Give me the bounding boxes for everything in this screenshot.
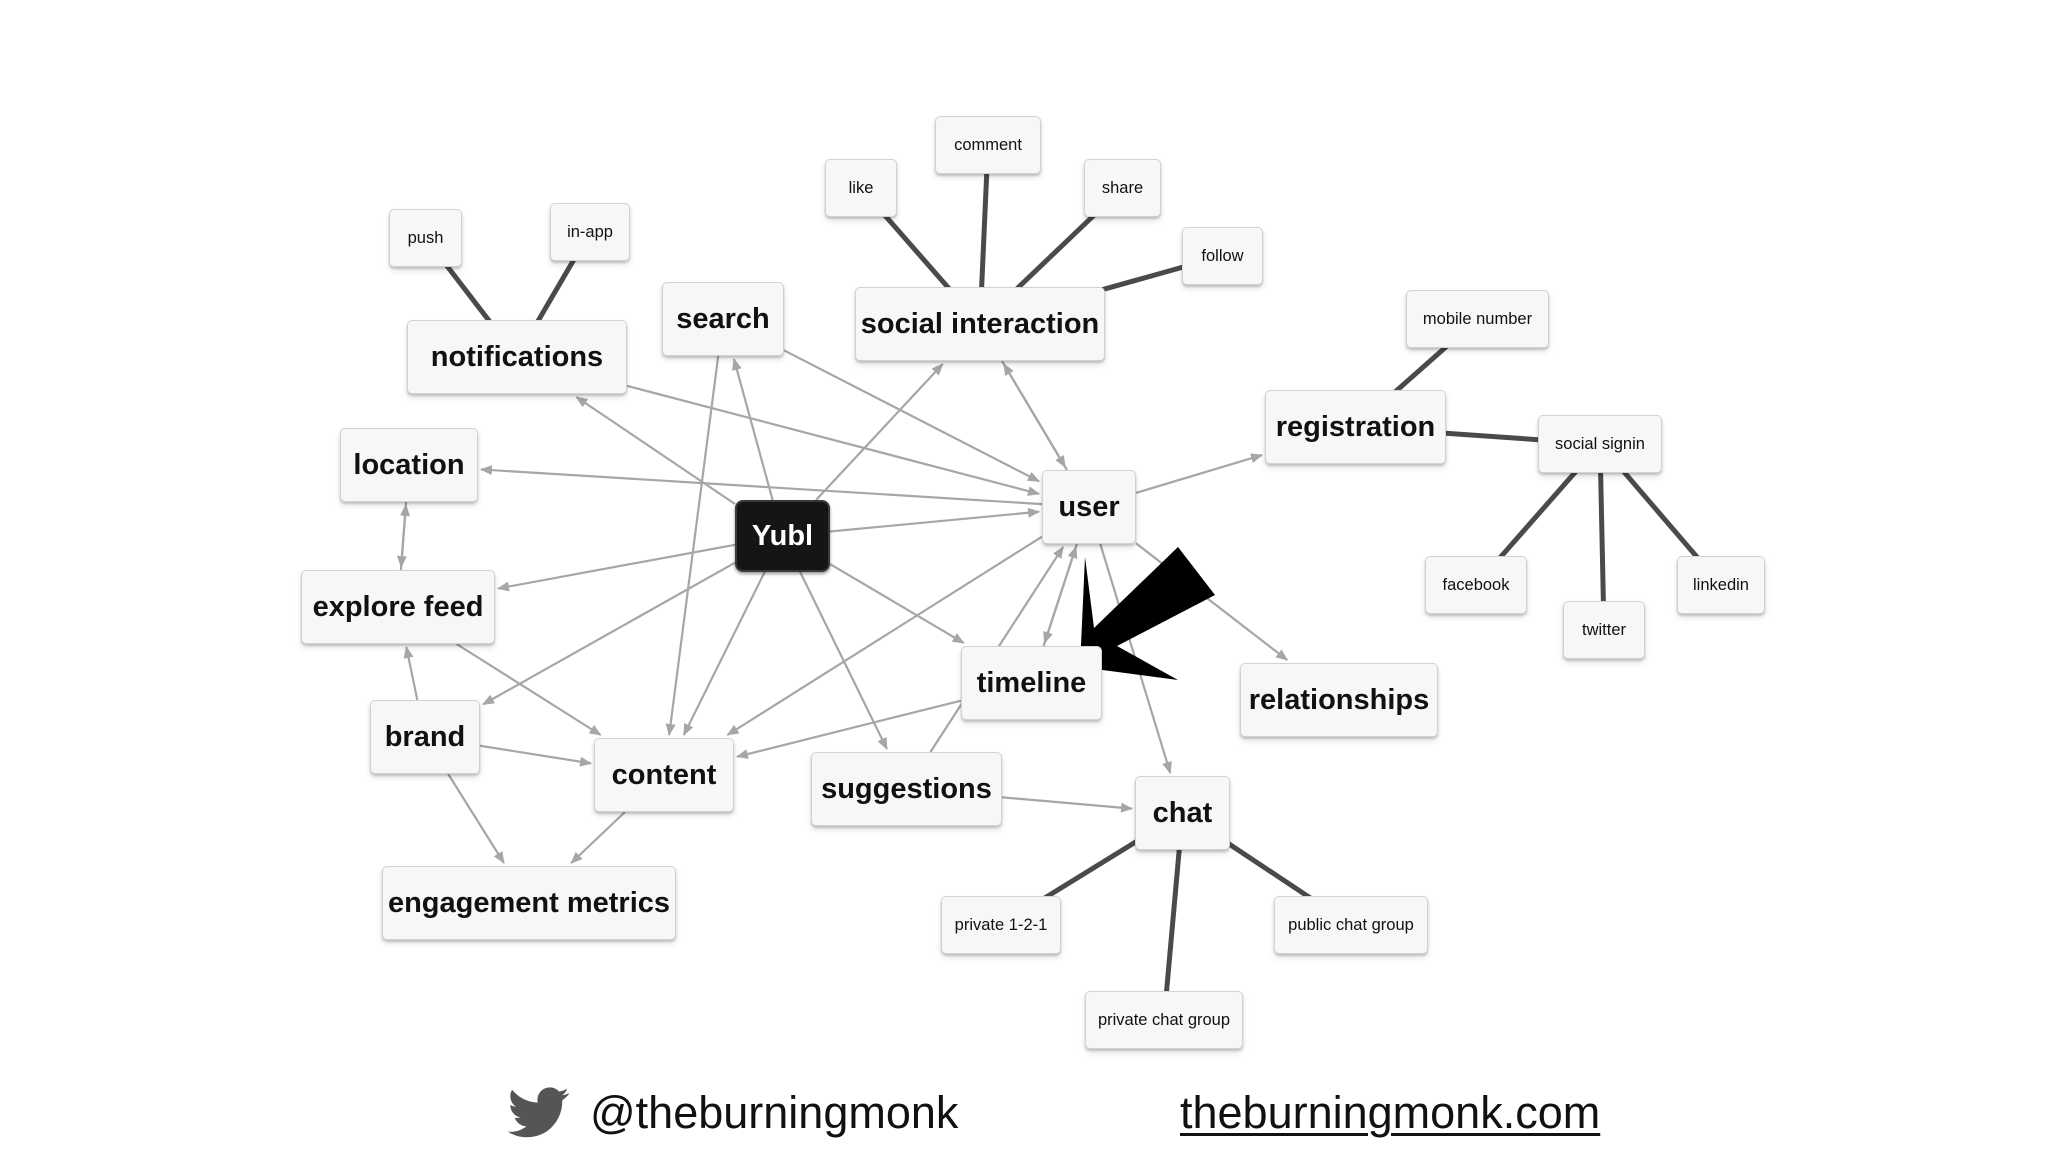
node-private121: private 1-2-1: [941, 896, 1061, 954]
edge-user-location: [480, 465, 1043, 506]
edge-timeline-user: [1042, 546, 1078, 647]
twitter-bird-icon: [508, 1087, 569, 1138]
node-social: social interaction: [855, 287, 1105, 361]
node-content: content: [594, 738, 734, 812]
edge-yubl-user: [829, 507, 1040, 533]
edge-user-social: [1002, 363, 1068, 471]
node-socialsignin: social signin: [1538, 415, 1662, 473]
twitter-handle[interactable]: @theburningmonk: [590, 1087, 959, 1138]
node-user: user: [1042, 470, 1136, 544]
edge-yubl-explore: [497, 543, 736, 592]
node-publicchat: public chat group: [1274, 896, 1428, 954]
edge-user-registration: [1135, 453, 1263, 494]
edge-user-relationships: [1135, 542, 1288, 661]
node-inapp: in-app: [550, 203, 630, 261]
node-yubl: Yubl: [735, 500, 830, 572]
edge-yubl-search: [732, 358, 774, 501]
edge-socialsignin-twitter: [1597, 443, 1607, 631]
node-privatechat: private chat group: [1085, 991, 1243, 1049]
node-comment: comment: [935, 116, 1041, 174]
edge-yubl-brand: [482, 561, 736, 706]
edge-content-engagement: [570, 811, 626, 864]
edge-search-user: [783, 349, 1040, 483]
node-engagement: engagement metrics: [382, 866, 676, 940]
node-timeline: timeline: [961, 646, 1102, 720]
node-relationships: relationships: [1240, 663, 1438, 737]
edge-yubl-content: [682, 571, 766, 736]
edge-yubl-timeline: [829, 563, 965, 644]
edge-timeline-content: [736, 699, 962, 759]
edge-brand-explore: [403, 646, 419, 701]
node-mobile: mobile number: [1406, 290, 1549, 348]
node-share: share: [1084, 159, 1161, 217]
node-brand: brand: [370, 700, 480, 774]
node-suggestions: suggestions: [811, 752, 1002, 826]
edge-yubl-social: [815, 363, 944, 501]
edge-brand-content: [479, 744, 592, 767]
node-follow: follow: [1182, 227, 1263, 285]
node-notifications: notifications: [407, 320, 627, 394]
edge-notifications-user: [626, 384, 1040, 496]
node-explore: explore feed: [301, 570, 495, 644]
node-search: search: [662, 282, 784, 356]
node-facebook: facebook: [1425, 556, 1527, 614]
node-registration: registration: [1265, 390, 1446, 464]
node-chat: chat: [1135, 776, 1230, 850]
edge-search-content: [665, 355, 720, 736]
website-link[interactable]: theburningmonk.com: [1180, 1087, 1601, 1138]
node-push: push: [389, 209, 462, 267]
edge-explore-location: [399, 504, 411, 571]
edge-suggestions-chat: [1001, 796, 1133, 813]
footer: [0, 1080, 2048, 1150]
node-linkedin: linkedin: [1677, 556, 1765, 614]
edge-user-content: [726, 535, 1043, 736]
node-like: like: [825, 159, 897, 217]
node-twitter: twitter: [1563, 601, 1645, 659]
edge-yubl-notifications: [575, 396, 736, 505]
pointer-arrow-icon: [1080, 547, 1215, 680]
edge-brand-engagement: [447, 773, 505, 864]
edge-explore-content: [455, 643, 602, 736]
node-location: location: [340, 428, 478, 502]
